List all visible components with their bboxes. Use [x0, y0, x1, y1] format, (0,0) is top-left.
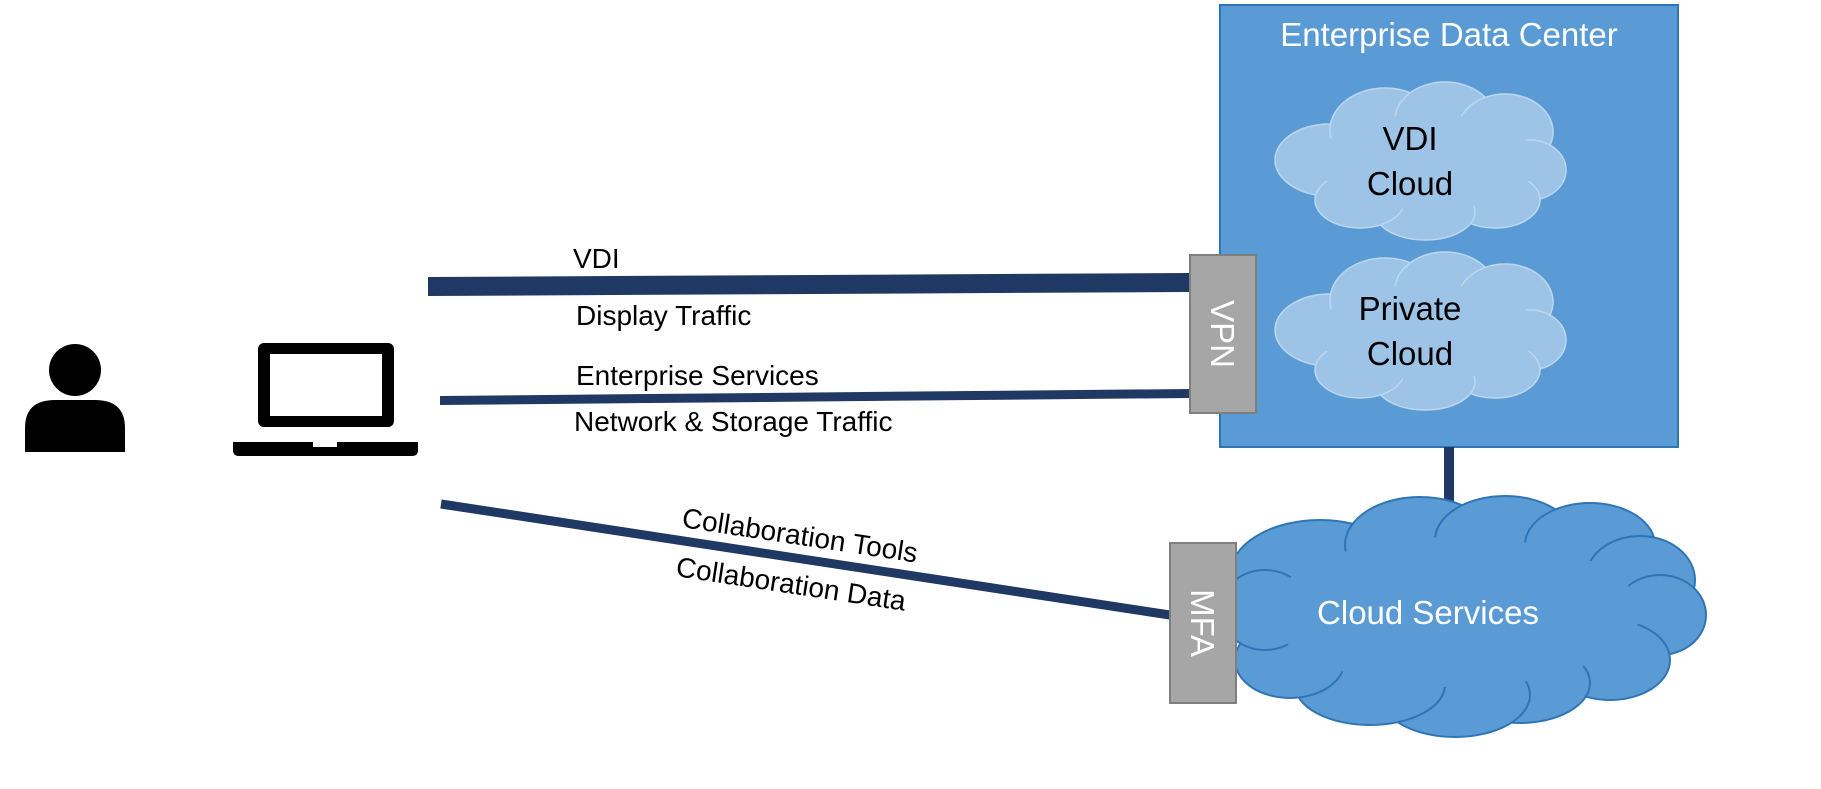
collaboration-link-line — [440, 499, 1171, 620]
cloud-services-label: Cloud Services — [1317, 594, 1539, 631]
laptop-icon — [233, 343, 418, 456]
cloud-services: Cloud Services — [1219, 495, 1707, 738]
vdi-cloud-line1: VDI — [1382, 120, 1437, 157]
vdi-link-label-top: VDI — [573, 243, 620, 274]
datacenter-cloud-connector — [1444, 447, 1454, 517]
private-cloud-line1: Private — [1359, 290, 1462, 327]
mfa-gateway: MFA — [1169, 542, 1237, 704]
mfa-label: MFA — [1184, 589, 1221, 657]
vdi-cloud-line2: Cloud — [1367, 165, 1453, 202]
enterprise-data-center: Enterprise Data Center VDI Cloud — [1219, 4, 1679, 448]
private-cloud: Private Cloud — [1274, 251, 1567, 411]
vdi-cloud: VDI Cloud — [1274, 81, 1567, 241]
enterprise-link-label-bottom: Network & Storage Traffic — [574, 406, 893, 437]
vpn-gateway: VPN — [1189, 254, 1257, 414]
enterprise-link-label-top: Enterprise Services — [576, 360, 819, 391]
vdi-link-label-bottom: Display Traffic — [576, 300, 751, 331]
user-icon — [25, 344, 125, 452]
vdi-link-line — [428, 273, 1190, 296]
datacenter-title: Enterprise Data Center — [1280, 16, 1618, 53]
enterprise-link-line — [440, 389, 1190, 405]
vpn-label: VPN — [1204, 300, 1241, 368]
private-cloud-line2: Cloud — [1367, 335, 1453, 372]
